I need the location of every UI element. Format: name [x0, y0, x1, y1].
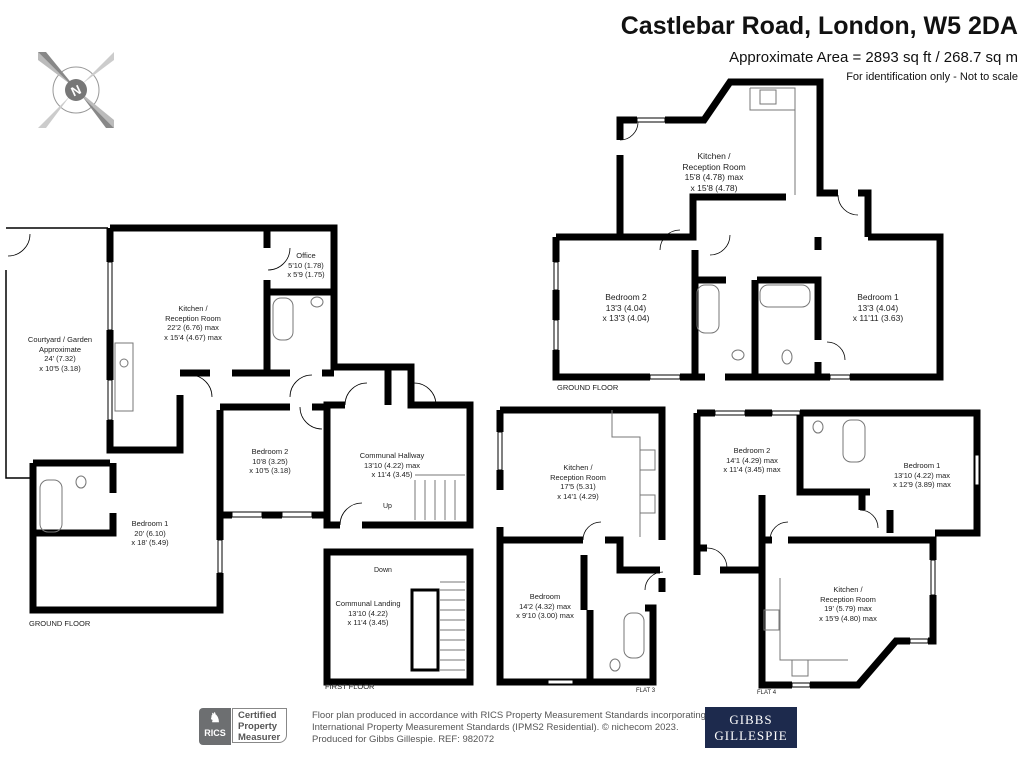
courtyard-outline	[5, 227, 108, 479]
compass-rose-icon: N	[38, 52, 114, 128]
floor-label-right-ground: GROUND FLOOR	[557, 383, 619, 392]
stair-up-label: Up	[383, 503, 392, 510]
kitchen-counter	[114, 342, 134, 412]
footer-notice: Floor plan produced in accordance with R…	[312, 710, 706, 745]
walls	[29, 78, 981, 689]
rics-badge: ♞RICS	[199, 708, 231, 745]
toilet-icon	[812, 420, 824, 434]
floor-label-flat-4: FLAT 4	[757, 690, 777, 696]
disclaimer: For identification only - Not to scale	[846, 71, 1018, 83]
bathtub-icon	[842, 419, 866, 463]
approximate-area: Approximate Area = 2893 sq ft / 268.7 sq…	[729, 49, 1018, 66]
toilet-icon	[781, 349, 793, 365]
toilet-icon	[731, 349, 745, 361]
hob-icon	[791, 659, 809, 677]
bathtub-icon	[759, 284, 811, 308]
bathtub-icon	[272, 297, 294, 341]
property-title: Castlebar Road, London, W5 2DA	[620, 12, 1018, 40]
toilet-icon	[310, 296, 324, 308]
staircase	[440, 581, 465, 671]
stair-down-label: Down	[374, 567, 392, 574]
doors	[7, 121, 879, 591]
hob-icon	[759, 89, 777, 105]
toilet-icon	[609, 658, 621, 672]
windows	[107, 117, 980, 688]
bathtub-icon	[696, 284, 720, 334]
fixtures	[39, 87, 866, 677]
staircase	[414, 474, 465, 520]
bathtub-icon	[623, 612, 645, 659]
hob-icon	[119, 358, 129, 368]
toilet-icon	[75, 475, 87, 489]
floor-label-first: FIRST FLOOR	[325, 682, 375, 691]
hob-icon	[639, 494, 656, 514]
rics-lion-icon: ♞	[209, 710, 221, 725]
bathtub-icon	[39, 479, 63, 533]
floor-label-left-ground: GROUND FLOOR	[29, 619, 91, 628]
floor-label-flat-3: FLAT 3	[636, 688, 656, 694]
